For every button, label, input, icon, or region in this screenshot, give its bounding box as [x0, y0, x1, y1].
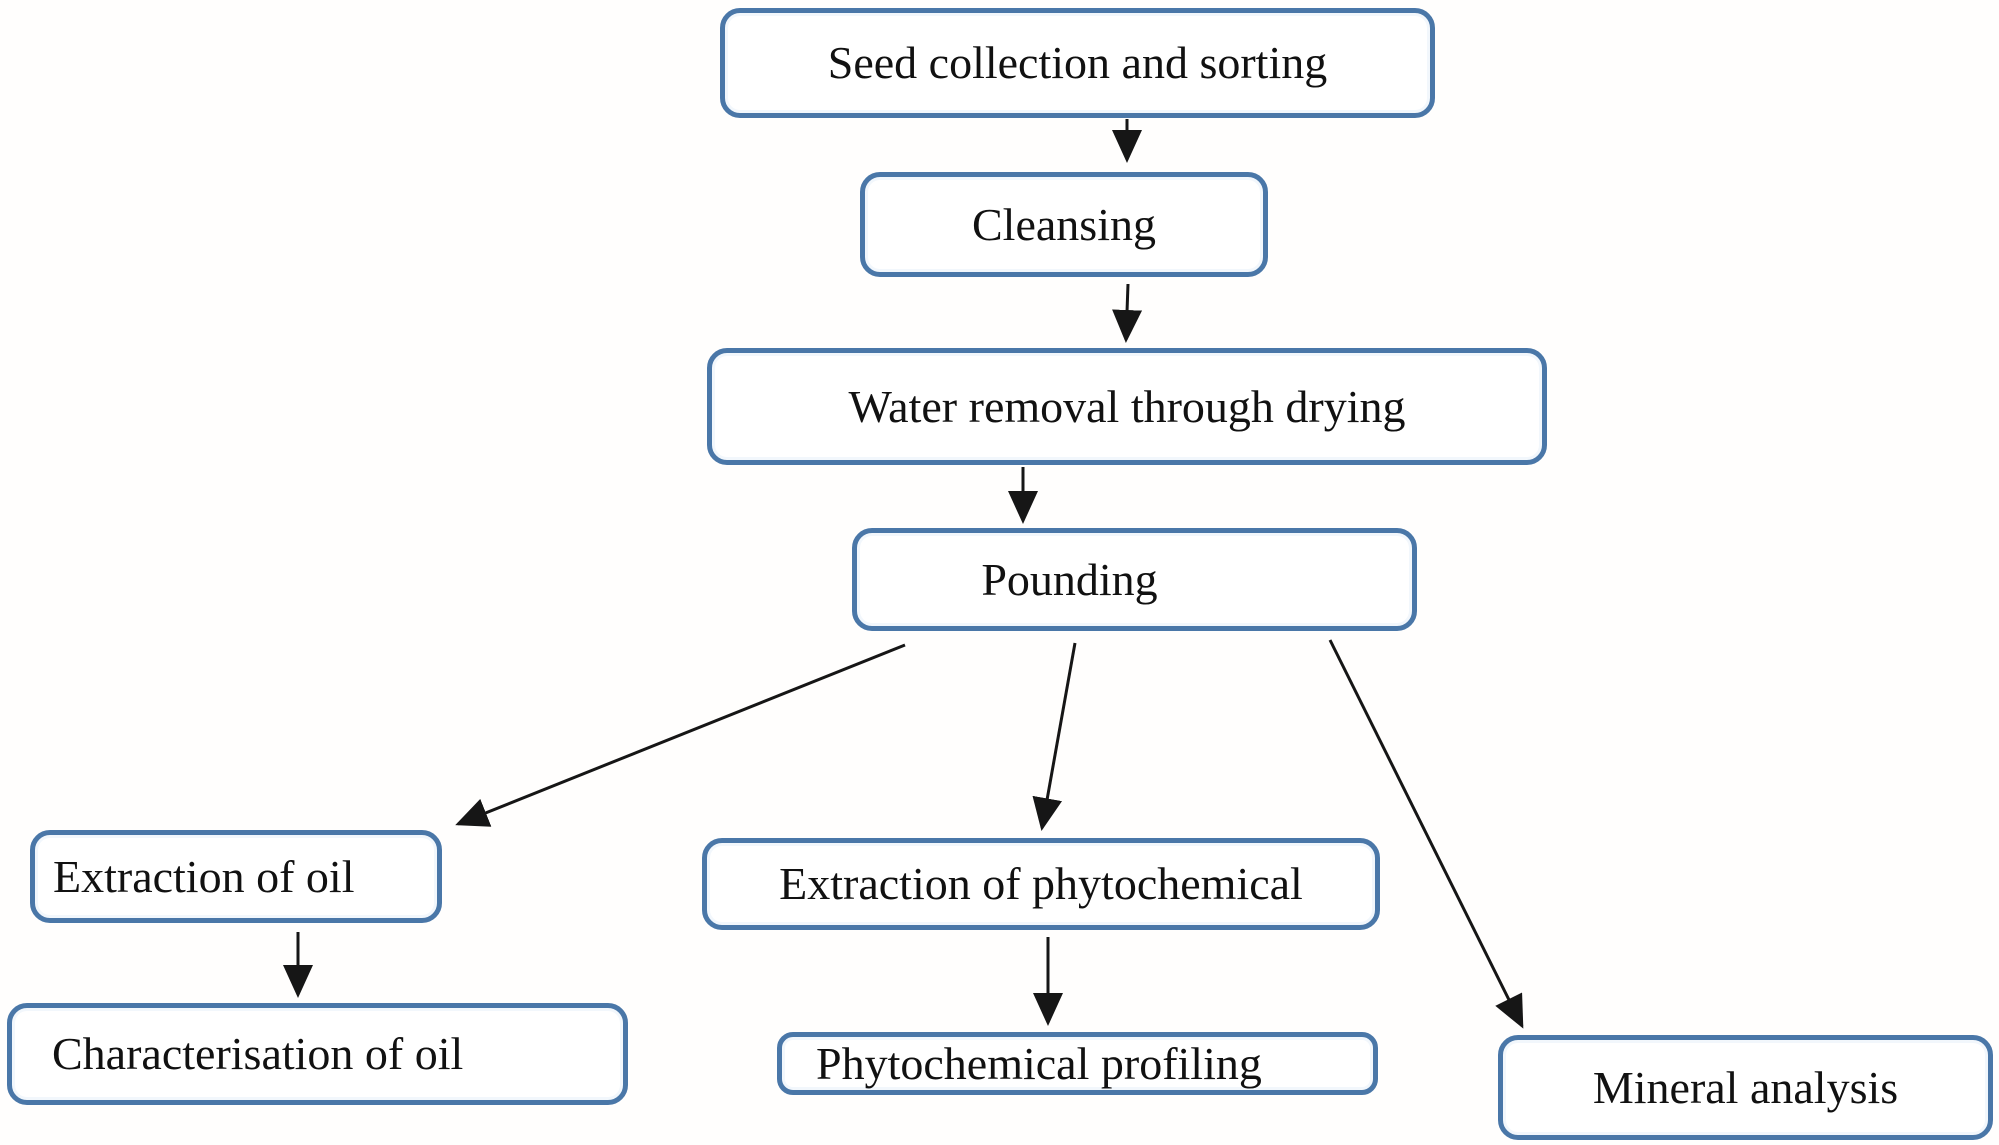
node-label: Pounding — [981, 553, 1158, 605]
node-extraction-of-phytochemical: Extraction of phytochemical — [702, 838, 1380, 930]
arrow-cleansing-to-water — [1112, 283, 1143, 343]
node-label: Characterisation of oil — [52, 1028, 464, 1079]
node-phytochemical-profiling: Phytochemical profiling — [777, 1032, 1378, 1095]
arrow-pounding-to-mineral-analysis — [1328, 639, 1524, 1029]
node-label: Extraction of phytochemical — [779, 858, 1303, 909]
arrow-pounding-to-extraction-phytochemical — [1032, 642, 1077, 831]
arrow-pounding-to-extraction-oil — [455, 643, 906, 827]
node-label: Water removal through drying — [848, 380, 1406, 432]
node-label: Cleansing — [972, 198, 1156, 250]
node-water-removal-through-drying: Water removal through drying — [707, 348, 1547, 465]
node-characterisation-of-oil: Characterisation of oil — [7, 1003, 628, 1105]
node-label: Phytochemical profiling — [816, 1037, 1262, 1089]
node-extraction-of-oil: Extraction of oil — [30, 830, 442, 923]
node-pounding: Pounding — [852, 528, 1417, 631]
node-cleansing: Cleansing — [860, 172, 1268, 277]
node-label: Mineral analysis — [1592, 1061, 1899, 1113]
node-label: Extraction of oil — [53, 850, 355, 902]
node-seed-collection-and-sorting: Seed collection and sorting — [720, 8, 1435, 118]
node-mineral-analysis: Mineral analysis — [1498, 1035, 1993, 1140]
node-label: Seed collection and sorting — [827, 37, 1328, 88]
